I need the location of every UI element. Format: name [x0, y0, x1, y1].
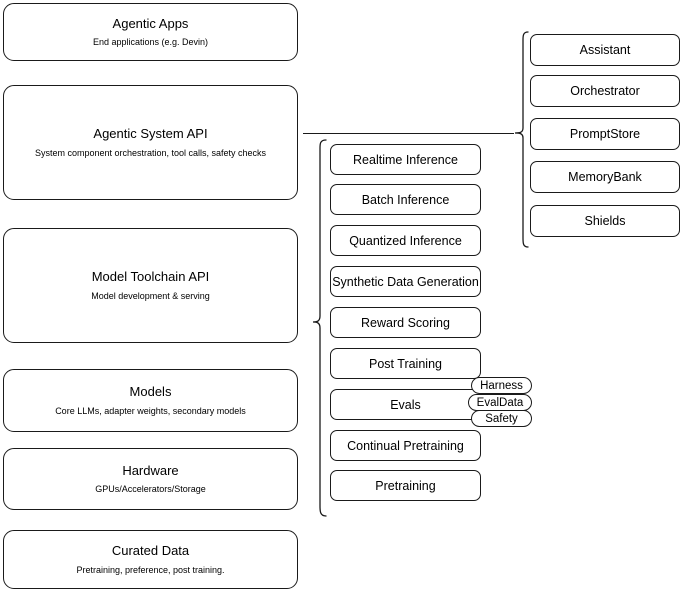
- brace-model-toolchain: [306, 138, 328, 518]
- system-item-label: MemoryBank: [568, 170, 642, 184]
- layer-title: Agentic Apps: [112, 15, 189, 31]
- evals-badge-label: Safety: [485, 412, 518, 425]
- layer-box-curated-data[interactable]: Curated Data Pretraining, preference, po…: [3, 530, 298, 589]
- toolchain-item-label: Quantized Inference: [349, 233, 462, 248]
- toolchain-item-quantized-inference[interactable]: Quantized Inference: [330, 225, 481, 256]
- layer-box-agentic-apps[interactable]: Agentic Apps End applications (e.g. Devi…: [3, 3, 298, 61]
- system-item-promptstore[interactable]: PromptStore: [530, 118, 680, 150]
- layer-subtitle: System component orchestration, tool cal…: [34, 147, 267, 158]
- layer-title: Models: [129, 384, 172, 400]
- layer-title: Hardware: [122, 462, 179, 478]
- toolchain-item-label: Post Training: [369, 356, 442, 371]
- toolchain-item-pretraining[interactable]: Pretraining: [330, 470, 481, 501]
- system-item-orchestrator[interactable]: Orchestrator: [530, 75, 680, 107]
- toolchain-item-post-training[interactable]: Post Training: [330, 348, 481, 379]
- toolchain-item-realtime-inference[interactable]: Realtime Inference: [330, 144, 481, 175]
- toolchain-item-label: Reward Scoring: [361, 315, 450, 330]
- toolchain-item-label: Batch Inference: [361, 192, 450, 207]
- evals-badge-evaldata[interactable]: EvalData: [468, 394, 532, 411]
- evals-badge-label: EvalData: [476, 396, 524, 409]
- toolchain-item-continual-pretraining[interactable]: Continual Pretraining: [330, 430, 481, 461]
- toolchain-item-reward-scoring[interactable]: Reward Scoring: [330, 307, 481, 338]
- system-item-memorybank[interactable]: MemoryBank: [530, 161, 680, 193]
- system-item-shields[interactable]: Shields: [530, 205, 680, 237]
- toolchain-item-label: Continual Pretraining: [347, 438, 464, 453]
- layer-box-models[interactable]: Models Core LLMs, adapter weights, secon…: [3, 369, 298, 432]
- system-item-label: Shields: [584, 214, 626, 228]
- toolchain-item-label: Pretraining: [375, 478, 436, 493]
- system-item-label: Orchestrator: [570, 84, 640, 98]
- connector-agentic-system-to-components: [303, 133, 514, 135]
- layer-box-model-toolchain-api[interactable]: Model Toolchain API Model development & …: [3, 228, 298, 343]
- toolchain-item-label: Synthetic Data Generation: [332, 274, 479, 289]
- layer-box-hardware[interactable]: Hardware GPUs/Accelerators/Storage: [3, 448, 298, 510]
- evals-badge-safety[interactable]: Safety: [471, 410, 532, 427]
- layer-title: Curated Data: [111, 543, 190, 559]
- layer-box-agentic-system-api[interactable]: Agentic System API System component orch…: [3, 85, 298, 200]
- layer-subtitle: Core LLMs, adapter weights, secondary mo…: [55, 405, 246, 416]
- layer-subtitle: Pretraining, preference, post training.: [76, 564, 225, 575]
- toolchain-item-batch-inference[interactable]: Batch Inference: [330, 184, 481, 215]
- toolchain-item-evals[interactable]: Evals: [330, 389, 481, 420]
- evals-badge-label: Harness: [480, 379, 523, 392]
- system-item-assistant[interactable]: Assistant: [530, 34, 680, 66]
- layer-subtitle: End applications (e.g. Devin): [92, 37, 209, 47]
- system-item-label: PromptStore: [569, 127, 641, 141]
- system-item-label: Assistant: [579, 43, 631, 57]
- toolchain-item-label: Evals: [390, 397, 421, 412]
- evals-badge-harness[interactable]: Harness: [471, 377, 532, 394]
- layer-subtitle: Model development & serving: [91, 290, 210, 301]
- layer-subtitle: GPUs/Accelerators/Storage: [95, 484, 206, 494]
- layer-title: Agentic System API: [93, 126, 208, 142]
- toolchain-item-synthetic-data-generation[interactable]: Synthetic Data Generation: [330, 266, 481, 297]
- brace-agentic-system-components: [508, 30, 530, 250]
- toolchain-item-label: Realtime Inference: [353, 152, 458, 167]
- layer-title: Model Toolchain API: [91, 269, 210, 285]
